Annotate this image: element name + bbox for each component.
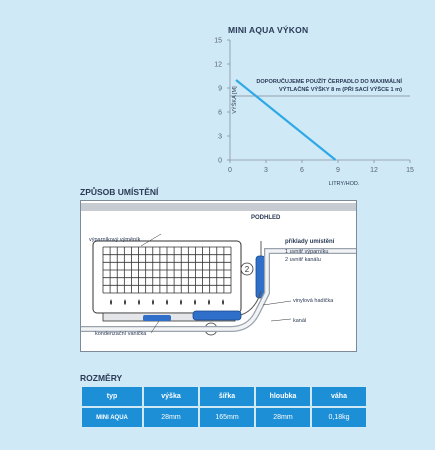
x-axis-label: LITRY/HOD. <box>329 181 360 187</box>
y-tick-label-3: 9 <box>218 86 222 93</box>
dimensions-section-title: ROZMĚRY <box>80 373 123 383</box>
label-option-1: 1 uvnitř výparníku <box>285 249 328 255</box>
chart-title: MINI AQUA VÝKON <box>228 25 309 35</box>
placement-section-title: ZPŮSOB UMÍSTĚNÍ <box>80 187 159 197</box>
y-tick-label-0: 0 <box>218 158 222 165</box>
cell-depth: 28mm <box>256 408 310 427</box>
leader-hose <box>262 300 292 306</box>
annotation-line-1: DOPORUČUJEME POUŽÍT ČERPADLO DO MAXIMÁLN… <box>256 77 402 85</box>
label-evaporator: výparníkový výměník <box>89 237 141 243</box>
y-tick-label-4: 12 <box>214 62 222 69</box>
x-tick-label-2: 6 <box>300 167 304 174</box>
cell-height: 28mm <box>144 408 198 427</box>
y-tick-label-5: 15 <box>214 38 222 45</box>
num-2: 2 <box>245 265 250 274</box>
ceiling-strip <box>81 203 356 211</box>
y-axis-label: VÝŠKA [M] <box>231 86 238 114</box>
placement-diagram: PODHLED 1 2 výparníkový výměník kondenza… <box>80 200 357 352</box>
y-tick-label-2: 6 <box>218 110 222 117</box>
series-line-0 <box>235 79 337 161</box>
y-tick-label-1: 3 <box>218 134 222 141</box>
header-weight: váha <box>312 387 366 408</box>
pump-1-icon <box>143 315 171 321</box>
label-tray: kondenzační vanička <box>95 331 147 337</box>
dimensions-data-row: MINI AQUA 28mm 165mm 28mm 0,18kg <box>82 408 366 427</box>
droplet-icon <box>124 299 126 305</box>
cell-weight: 0,18kg <box>312 408 366 427</box>
cell-type: MINI AQUA <box>82 408 142 427</box>
droplet-icon <box>138 299 140 305</box>
pump-body-1 <box>192 310 242 321</box>
droplet-icon <box>194 299 196 305</box>
annotation-line-2: VÝTLAČNÉ VÝŠKY 8 m (PŘI SACÍ VÝŠCE 1 m) <box>279 85 402 93</box>
header-depth: hloubka <box>256 387 310 408</box>
num-2-circle <box>240 262 254 276</box>
label-top-view: PODHLED <box>251 215 281 221</box>
droplet-icon <box>110 299 112 305</box>
droplet-icon <box>180 299 182 305</box>
x-tick-label-0: 0 <box>228 167 232 174</box>
label-option-2: 2 uvnitř kanálu <box>285 257 321 263</box>
evaporator-coil <box>102 246 232 294</box>
header-type: typ <box>82 387 142 408</box>
dimensions-table: typ výška šířka hloubka váha MINI AQUA 2… <box>80 387 368 427</box>
cell-width: 165mm <box>200 408 254 427</box>
placement-diagram-svg: PODHLED 1 2 výparníkový výměník kondenza… <box>81 203 356 337</box>
header-height: výška <box>144 387 198 408</box>
x-tick-label-4: 12 <box>370 167 378 174</box>
droplet-icon <box>166 299 168 305</box>
header-width: šířka <box>200 387 254 408</box>
vinyl-hose <box>240 290 262 316</box>
label-hose: vinylová hadička <box>293 298 334 304</box>
label-channel: kanál <box>293 318 306 324</box>
x-tick-label-1: 3 <box>264 167 268 174</box>
leader-tray <box>150 320 160 334</box>
x-tick-label-3: 9 <box>336 167 340 174</box>
leader-channel <box>270 318 292 322</box>
label-examples: příklady umístění <box>285 239 335 245</box>
channel-duct-inner <box>81 249 356 331</box>
droplet-icon <box>208 299 210 305</box>
condensate-droplets <box>110 299 224 305</box>
droplet-icon <box>152 299 154 305</box>
droplet-icon <box>222 299 224 305</box>
dimensions-header-row: typ výška šířka hloubka váha <box>82 387 366 408</box>
leader-evaporator <box>140 233 162 247</box>
x-tick-label-5: 15 <box>406 167 414 174</box>
